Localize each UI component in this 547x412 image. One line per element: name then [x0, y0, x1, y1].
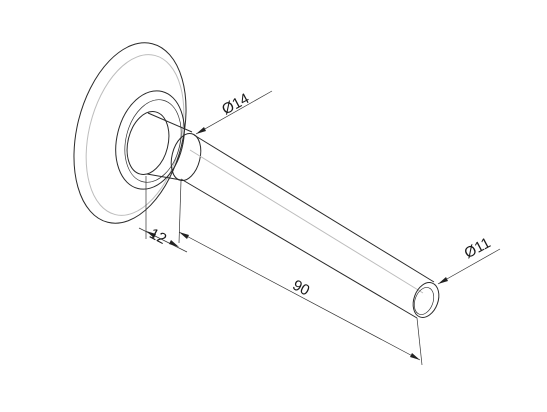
hub-face	[126, 111, 170, 175]
dimension-flange: 12	[138, 176, 188, 253]
shoulder-step	[170, 132, 202, 182]
label-shaft-diameter: Ø11	[462, 234, 494, 262]
leader-line-14	[195, 90, 273, 135]
wheel-disc	[73, 42, 187, 224]
arrow-left-90	[179, 232, 189, 239]
arrow-14	[196, 127, 206, 134]
wheel-outer-rim	[73, 42, 187, 224]
bearing-outer-ring	[115, 90, 185, 190]
shaft	[180, 134, 440, 319]
shaft-highlight	[189, 149, 424, 294]
shaft-end-face	[412, 282, 440, 318]
arrow-11	[438, 277, 448, 284]
shaft-end-chamfer	[413, 287, 435, 315]
leader-line-11	[437, 248, 501, 285]
shaft-top-edge	[193, 134, 435, 283]
dimension-length: 90	[178, 180, 423, 366]
arrow-flange-left	[146, 231, 156, 238]
arrow-flange-right	[169, 240, 179, 247]
extension-line-right	[416, 317, 423, 366]
label-shoulder-diameter: Ø14	[219, 90, 252, 118]
hub-shoulder	[126, 111, 202, 182]
dimension-line-90	[178, 231, 421, 361]
dimension-line-12	[138, 227, 188, 253]
label-flange: 12	[146, 225, 169, 248]
hub-bottom-edge	[146, 173, 182, 181]
dimension-shaft-diameter: Ø11	[437, 234, 501, 285]
label-length: 90	[290, 277, 313, 300]
dimension-shoulder-diameter: Ø14	[195, 90, 273, 135]
arrow-right-90	[410, 353, 420, 360]
extension-line-left	[178, 180, 182, 244]
shaft-bottom-edge	[180, 178, 418, 319]
hub-top-edge	[147, 112, 193, 133]
bearing-inner-ring	[124, 99, 182, 183]
